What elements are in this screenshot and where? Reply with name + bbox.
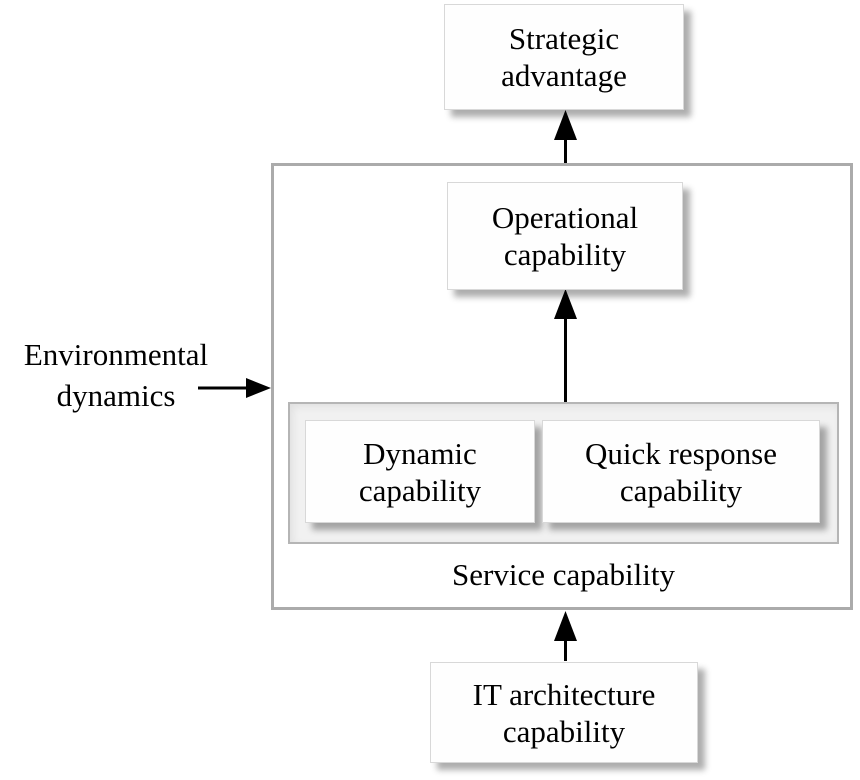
environmental-dynamics-label: Environmental dynamics	[0, 334, 232, 416]
node-dynamic-capability: Dynamic capability	[305, 420, 535, 523]
outer-boundary-box	[271, 163, 853, 610]
node-label-line: advantage	[501, 58, 627, 93]
node-label-line: Strategic	[508, 21, 620, 56]
node-it-architecture-capability: IT architecture capability	[430, 662, 698, 763]
node-strategic-advantage: Strategic advantage	[444, 4, 684, 110]
node-label-line: capability	[619, 472, 743, 508]
node-label-line: capability	[358, 472, 482, 508]
node-label-line: capability	[503, 237, 627, 272]
service-capability-label: Service capability	[452, 557, 675, 592]
environmental-dynamics-line: dynamics	[56, 378, 176, 413]
node-label-line: Quick response	[585, 435, 777, 471]
arrow-it-architecture-to-container	[554, 611, 577, 661]
environmental-dynamics-line: Environmental	[23, 337, 209, 372]
arrow-container-to-strategic-advantage	[554, 110, 577, 163]
node-label-line: Dynamic	[363, 435, 477, 471]
node-label-line: IT architecture	[472, 676, 656, 712]
node-label-line: capability	[502, 713, 626, 749]
node-label-line: Operational	[491, 200, 639, 235]
node-operational-capability: Operational capability	[447, 182, 683, 290]
node-quick-response-capability: Quick response capability	[542, 420, 820, 523]
